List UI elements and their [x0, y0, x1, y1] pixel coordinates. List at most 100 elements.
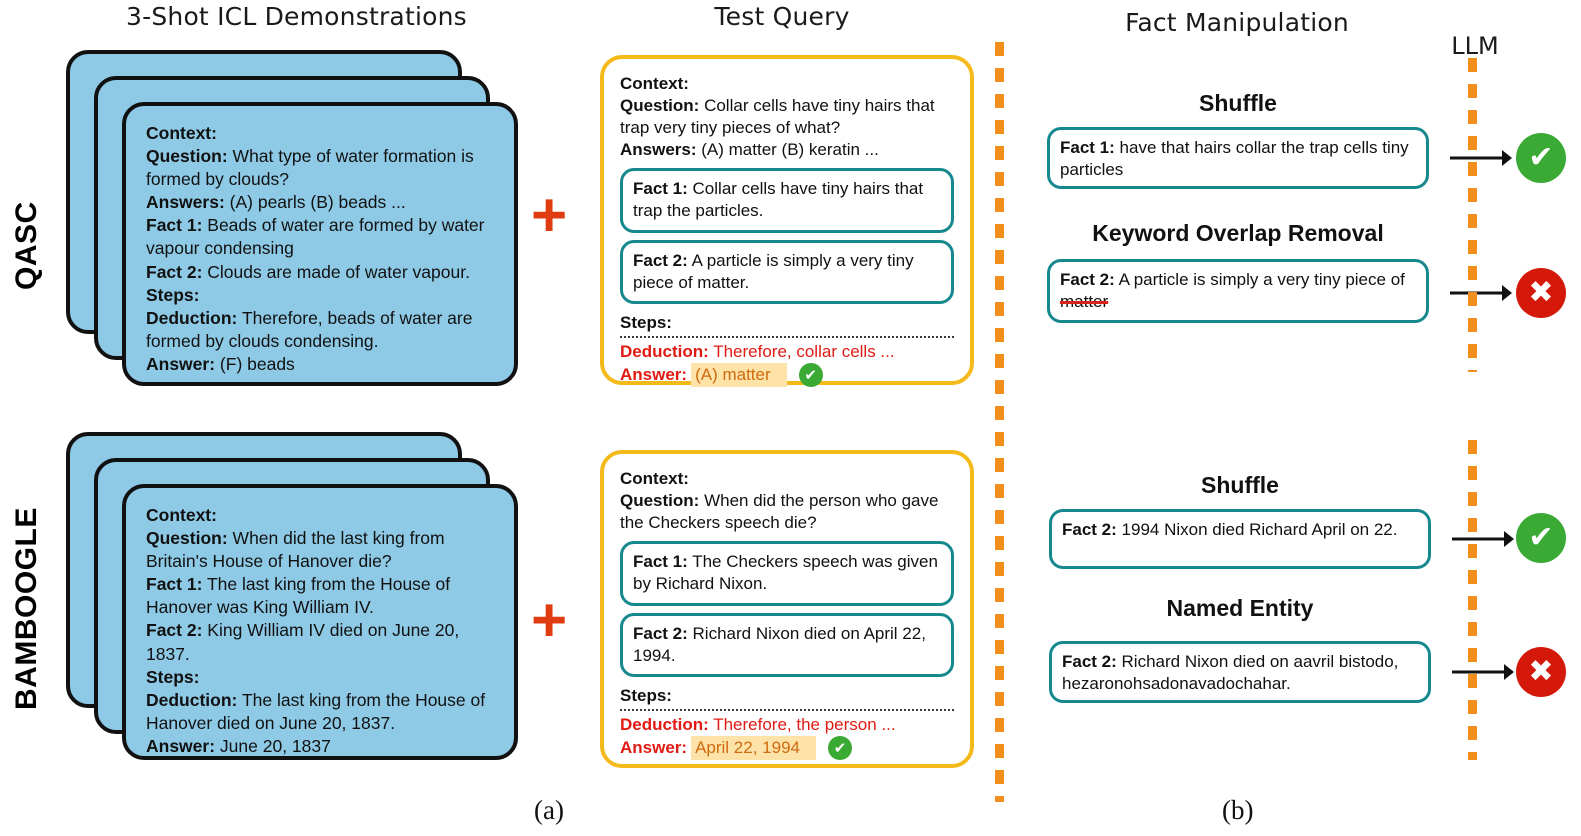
query-context-label: Context:	[620, 74, 689, 93]
demo-card-body-qasc: Context: Question: What type of water fo…	[146, 122, 494, 376]
query-question-label: Question:	[620, 491, 700, 511]
query-fact1-box-bamboogle: Fact 1: The Checkers speech was given by…	[620, 541, 954, 606]
query-fact1-label: Fact 1:	[633, 552, 688, 572]
query-verdict-correct-icon: ✔	[827, 736, 852, 761]
header-fact-manipulation: Fact Manipulation	[1125, 8, 1349, 37]
query-fact2-box-bamboogle: Fact 2: Richard Nixon died on April 22, …	[620, 612, 954, 678]
demo-answer-label: Answer:	[146, 735, 216, 756]
query-fact2-label: Fact 2:	[633, 250, 688, 270]
demo-card-stack-qasc: Context: Question: What type of water fo…	[66, 50, 518, 386]
manipulation-fact-box-keyword-overlap-qasc: Fact 2: A particle is simply a very tiny…	[1047, 259, 1429, 323]
flow-arrow-keyword-overlap-qasc	[1450, 285, 1512, 301]
manip-fact-text: 1994 Nixon died Richard April on 22.	[1121, 520, 1398, 539]
demo-card-front-bamboogle: Context: Question: When did the last kin…	[122, 484, 518, 760]
query-answer-line: Answer: April 22, 1994 ✔	[620, 736, 954, 761]
query-fact1-text: Collar cells have tiny hairs that trap t…	[633, 179, 924, 221]
caption-a: (a)	[534, 795, 564, 825]
demo-question-text: What type of water formation is formed b…	[146, 146, 474, 190]
header-demonstrations: 3-Shot ICL Demonstrations	[126, 2, 467, 31]
verdict-badge-incorrect-bamboogle: ✖	[1516, 647, 1566, 697]
demo-context-label: Context:	[146, 123, 217, 143]
demo-card-body-bamboogle: Context: Question: When did the last kin…	[146, 504, 494, 756]
test-query-box-qasc: Context: Question: Collar cells have tin…	[600, 55, 974, 388]
plus-icon-bamboogle: +	[531, 586, 568, 655]
manipulation-title-shuffle-bamboogle: Shuffle	[1201, 472, 1279, 498]
demo-answer-text: June 20, 1837	[219, 735, 331, 756]
query-answer-label: Answer:	[620, 365, 688, 385]
query-fact2-text: Richard Nixon died on April 22, 1994.	[633, 623, 926, 665]
demo-answers-text: (A) pearls (B) beads ...	[229, 192, 406, 213]
demo-deduction-label: Deduction:	[146, 307, 238, 328]
header-test-query: Test Query	[714, 2, 850, 31]
query-deduction-line: Deduction: Therefore, collar cells ...	[620, 341, 954, 363]
llm-divider-dashed-top	[1468, 58, 1477, 372]
manip-fact-label: Fact 2:	[1060, 270, 1115, 289]
demo-question-text: When did the last king from Britain's Ho…	[146, 528, 445, 572]
verdict-badge-incorrect-qasc: ✖	[1516, 268, 1566, 318]
manip-fact-text: A particle is simply a very tiny piece o…	[1118, 270, 1405, 289]
query-deduction-text: Therefore, the person ...	[713, 715, 896, 735]
manip-fact-text: have that hairs collar the trap cells ti…	[1060, 138, 1409, 179]
demo-card-stack-bamboogle: Context: Question: When did the last kin…	[66, 432, 518, 760]
query-question-text: When did the person who gave the Checker…	[620, 491, 939, 533]
manipulation-title-shuffle-qasc: Shuffle	[1199, 90, 1277, 116]
demo-fact1-label: Fact 1:	[146, 574, 203, 595]
verdict-badge-correct-bamboogle: ✔	[1516, 513, 1566, 563]
demo-card-front-qasc: Context: Question: What type of water fo…	[122, 102, 518, 386]
demo-answer-text: (F) beads	[219, 353, 295, 374]
steps-divider	[620, 336, 954, 339]
query-context-label: Context:	[620, 469, 689, 488]
query-steps-label: Steps:	[620, 313, 672, 333]
manip-fact-label: Fact 2:	[1062, 652, 1117, 671]
manip-removed-keyword: matter	[1060, 291, 1109, 311]
query-fact1-label: Fact 1:	[633, 179, 688, 199]
manip-fact-label: Fact 2:	[1062, 520, 1117, 539]
row-label-bamboogle: BAMBOOGLE	[10, 507, 43, 710]
manipulation-title-keyword-overlap-qasc: Keyword Overlap Removal	[1092, 220, 1384, 246]
query-deduction-line: Deduction: Therefore, the person ...	[620, 714, 954, 736]
demo-fact1-text: Beads of water are formed by water vapou…	[146, 215, 485, 259]
query-answer-value: April 22, 1994	[691, 736, 816, 761]
demo-steps-label: Steps:	[146, 284, 200, 305]
demo-deduction-text: Therefore, beads of water are formed by …	[146, 307, 473, 351]
manip-fact-text: Richard Nixon died on aavril bistodo, he…	[1062, 652, 1399, 693]
plus-icon-qasc: +	[531, 181, 568, 250]
query-deduction-text: Therefore, collar cells ...	[713, 342, 895, 362]
query-deduction-label: Deduction:	[620, 342, 709, 362]
verdict-badge-correct-qasc: ✔	[1516, 133, 1566, 183]
demo-fact2-label: Fact 2:	[146, 261, 203, 282]
query-question-text: Collar cells have tiny hairs that trap v…	[620, 96, 935, 138]
query-fact2-label: Fact 2:	[633, 623, 688, 643]
header-llm: LLM	[1451, 32, 1499, 60]
flow-arrow-shuffle-qasc	[1450, 150, 1512, 166]
test-query-box-bamboogle: Context: Question: When did the person w…	[600, 450, 974, 768]
manipulation-fact-box-shuffle-qasc: Fact 1: have that hairs collar the trap …	[1047, 127, 1429, 189]
query-answers-text: (A) matter (B) keratin ...	[701, 140, 879, 160]
flow-arrow-named-entity-bamboogle	[1452, 664, 1514, 680]
section-divider-dashed	[995, 42, 1004, 802]
manipulation-title-named-entity-bamboogle: Named Entity	[1166, 595, 1314, 621]
query-fact2-box-qasc: Fact 2: A particle is simply a very tiny…	[620, 239, 954, 305]
query-fact1-box-qasc: Fact 1: Collar cells have tiny hairs tha…	[620, 168, 954, 233]
demo-answers-label: Answers:	[146, 192, 225, 213]
query-steps-label: Steps:	[620, 686, 672, 706]
query-answer-line: Answer: (A) matter ✔	[620, 363, 954, 388]
demo-fact2-text: Clouds are made of water vapour.	[207, 261, 470, 282]
caption-b: (b)	[1222, 795, 1254, 825]
flow-arrow-shuffle-bamboogle	[1452, 531, 1514, 547]
query-answer-value: (A) matter	[691, 363, 787, 388]
query-verdict-correct-icon: ✔	[798, 363, 823, 388]
demo-fact2-text: King William IV died on June 20, 1837.	[146, 620, 460, 664]
demo-deduction-text: The last king from the House of Hanover …	[146, 689, 486, 733]
demo-fact1-text: The last king from the House of Hanover …	[146, 574, 451, 618]
query-answer-label: Answer:	[620, 738, 688, 758]
query-answers-label: Answers:	[620, 140, 697, 160]
manipulation-fact-box-shuffle-bamboogle: Fact 2: 1994 Nixon died Richard April on…	[1049, 509, 1431, 569]
demo-question-label: Question:	[146, 146, 228, 167]
llm-divider-dashed-bottom	[1468, 440, 1477, 760]
demo-steps-label: Steps:	[146, 666, 200, 687]
row-label-qasc: QASC	[10, 201, 43, 290]
demo-fact2-label: Fact 2:	[146, 620, 203, 641]
query-fact1-text: The Checkers speech was given by Richard…	[633, 552, 938, 594]
query-fact2-text: A particle is simply a very tiny piece o…	[633, 250, 914, 292]
